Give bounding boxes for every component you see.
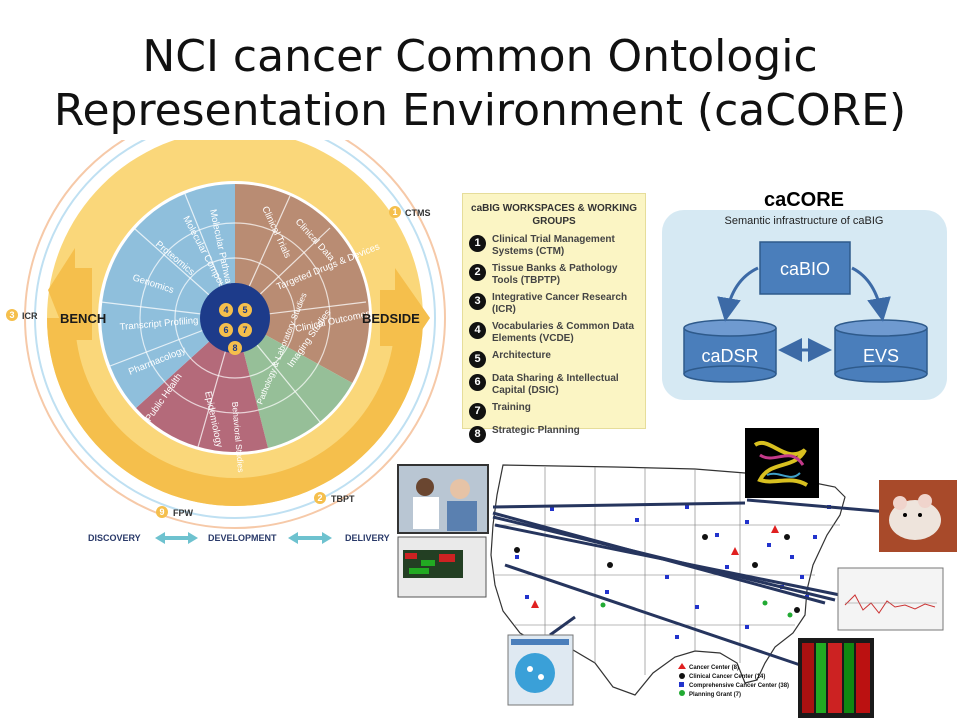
development-label: DEVELOPMENT — [208, 533, 277, 543]
bench-label: BENCH — [60, 311, 106, 326]
icr-label: ICR — [22, 311, 38, 321]
cabio-box — [759, 241, 851, 295]
network-screenshot — [507, 634, 574, 706]
tbpt-label: TBPT — [331, 494, 355, 504]
cabio-label: caBIO — [780, 259, 830, 279]
title-line-1: NCI cancer Common Ontologic — [142, 31, 818, 82]
cabig-wheel-diagram: Molecular Pathway Molecular Compounds Pr… — [6, 140, 446, 544]
discovery-label: DISCOVERY — [88, 533, 141, 543]
sector-molecular — [101, 184, 236, 408]
flow-arrows — [155, 532, 332, 544]
hub-num-7: 7 — [242, 325, 247, 335]
page-title: NCI cancer Common Ontologic Representati… — [0, 30, 960, 138]
cadsr-label: caDSR — [701, 346, 758, 366]
cadsr-cylinder — [683, 319, 777, 383]
outer-ring-blue — [34, 140, 436, 519]
arrow-cabio-to-cadsr — [717, 266, 759, 322]
evs-label: EVS — [863, 346, 899, 366]
bedside-label: BEDSIDE — [362, 311, 420, 326]
mouse-photo — [879, 480, 957, 552]
ctms-num: 1 — [392, 207, 397, 217]
hub-num-8: 8 — [232, 343, 237, 353]
cacore-title: caCORE — [764, 189, 844, 211]
cacore-diagram: caCORE Semantic infrastructure of caBIG … — [662, 189, 947, 400]
workspaces-title: caBIG WORKSPACES & WORKING GROUPS — [471, 203, 637, 227]
yellow-ring-lower — [47, 318, 423, 506]
legend-comprehensive-center: Comprehensive Cancer Center (38) — [689, 683, 789, 689]
title-line-2: Representation Environment (caCORE) — [53, 85, 907, 136]
map-legend: Cancer Center (8) Clinical Cancer Center… — [678, 663, 789, 698]
delivery-label: DELIVERY — [345, 533, 390, 543]
sector-clinical — [235, 183, 370, 383]
fpw-num: 9 — [159, 507, 164, 517]
hub-num-4: 4 — [223, 305, 228, 315]
sector-imaging — [235, 318, 353, 448]
graph-screenshot — [837, 567, 944, 631]
doctor-patient-photo — [397, 464, 489, 534]
bedside-arrow — [380, 268, 430, 370]
fpw-label: FPW — [173, 508, 194, 518]
bench-arrow — [48, 248, 92, 358]
connection-lines — [492, 464, 901, 672]
cancer-centers-map-area: Cancer Center (8) Clinical Cancer Center… — [397, 428, 957, 718]
arrow-cabio-to-evs — [851, 266, 891, 322]
tbpt-num: 2 — [317, 493, 322, 503]
outer-ring-peach — [24, 140, 446, 529]
cancer-center-markers — [514, 505, 831, 639]
heatmap-image — [798, 638, 874, 718]
legend-cancer-center: Cancer Center (8) — [689, 665, 739, 671]
protein-structure-image — [745, 428, 819, 498]
evs-cylinder — [834, 319, 928, 383]
icr-num: 3 — [9, 310, 14, 320]
hub-num-5: 5 — [242, 305, 247, 315]
ctms-label: CTMS — [405, 208, 431, 218]
cacore-subtitle: Semantic infrastructure of caBIG — [725, 215, 884, 227]
legend-planning-grant: Planning Grant (7) — [689, 692, 741, 698]
microarray-screenshot — [397, 536, 487, 598]
wheel-hub — [200, 283, 270, 353]
hub-num-6: 6 — [223, 325, 228, 335]
legend-clinical-center: Clinical Cancer Center (14) — [689, 674, 765, 680]
